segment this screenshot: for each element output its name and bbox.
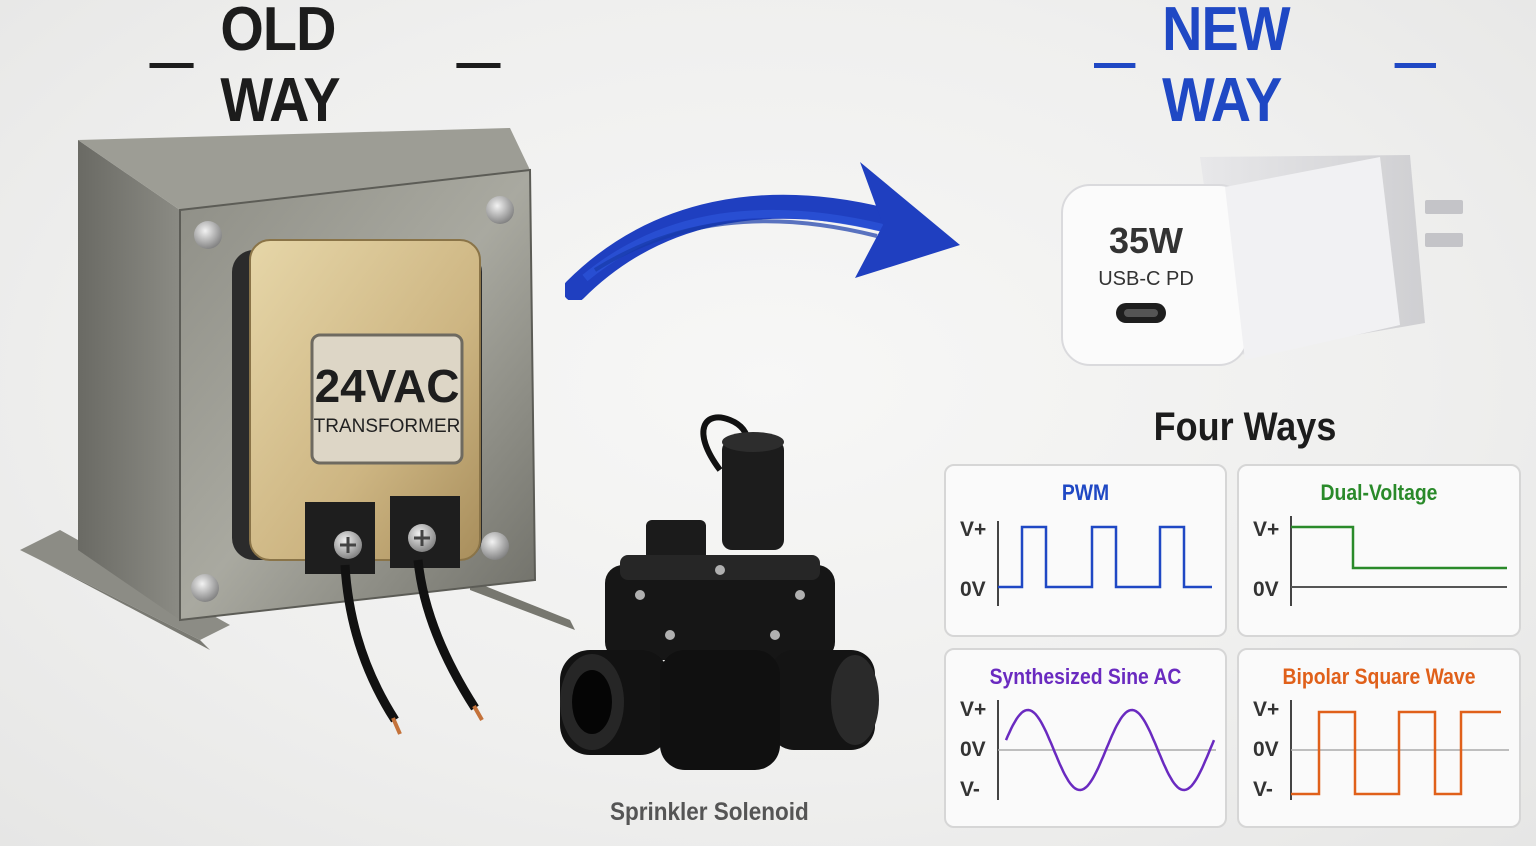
new-way-title: NEW WAY — [1162, 0, 1290, 135]
bipolar-waveform — [1290, 700, 1509, 800]
heading-dash — [1394, 62, 1436, 68]
usb-c-charger-illustration: 35W USB-C PD — [1061, 155, 1463, 366]
old-way-title: OLD WAY — [220, 0, 340, 135]
heading-dash — [1094, 62, 1136, 68]
dual-voltage-waveform — [1290, 516, 1507, 606]
sine-label-0v: 0V — [960, 738, 986, 761]
heading-dash — [456, 62, 501, 68]
dual-voltage-label-0v: 0V — [1253, 578, 1279, 601]
pwm-panel: PWM V+ 0V — [944, 464, 1227, 637]
bipolar-label-0v: 0V — [1253, 738, 1279, 761]
bipolar-title: Bipolar Square Wave — [1282, 664, 1476, 689]
sine-title: Synthesized Sine AC — [989, 664, 1182, 689]
pwm-title: PWM — [1061, 480, 1110, 505]
charger-type: USB-C PD — [1098, 268, 1194, 290]
transformer-illustration: 24VAC TRANSFORMER — [20, 128, 575, 735]
bipolar-panel: Bipolar Square Wave V+ 0V V- — [1237, 648, 1521, 828]
new-way-heading: NEW WAY — [1067, 0, 1463, 135]
bipolar-label-vplus: V+ — [1253, 698, 1280, 721]
sprinkler-solenoid-illustration — [560, 414, 879, 770]
sine-label-vplus: V+ — [960, 698, 987, 721]
charger-wattage: 35W — [1109, 220, 1183, 261]
transformer-label-sub: TRANSFORMER — [314, 416, 461, 437]
sine-waveform — [997, 700, 1216, 800]
pwm-waveform — [997, 521, 1212, 606]
pwm-label-vplus: V+ — [960, 518, 987, 541]
pwm-label-0v: 0V — [960, 578, 986, 601]
dual-voltage-panel: Dual-Voltage V+ 0V — [1237, 464, 1521, 637]
solenoid-caption: Sprinkler Solenoid — [610, 798, 809, 826]
four-ways-title: Four Ways — [1153, 405, 1337, 449]
dual-voltage-label-vplus: V+ — [1253, 518, 1280, 541]
sine-curve — [1004, 708, 1216, 792]
sine-label-vminus: V- — [960, 778, 980, 801]
transformer-label-main: 24VAC — [315, 360, 460, 412]
dual-voltage-title: Dual-Voltage — [1320, 480, 1438, 505]
heading-dash — [149, 62, 194, 68]
arrow-icon — [565, 162, 960, 300]
old-way-heading: OLD WAY — [123, 0, 528, 135]
sine-panel: Synthesized Sine AC V+ 0V V- — [944, 648, 1227, 828]
bipolar-label-vminus: V- — [1253, 778, 1273, 801]
